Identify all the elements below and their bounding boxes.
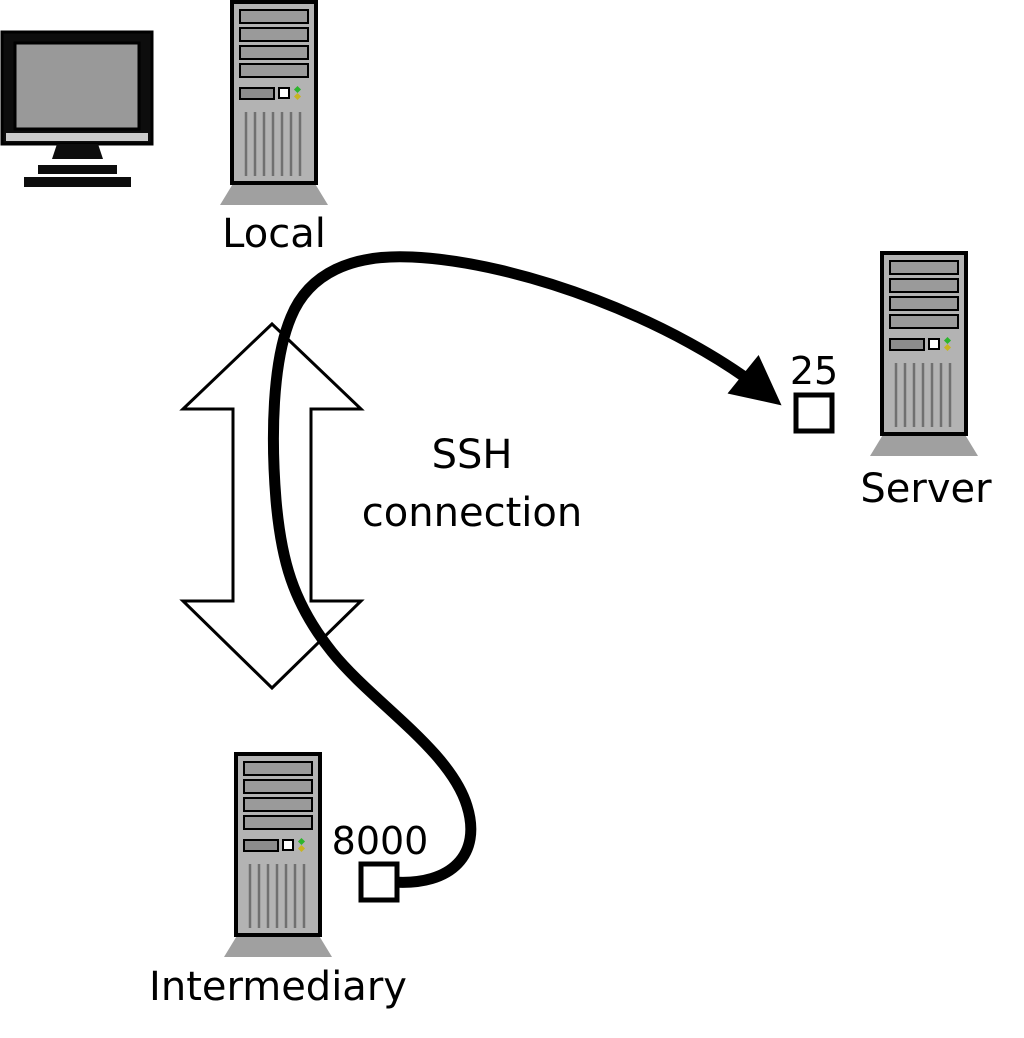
server-computer-icon	[868, 251, 980, 457]
intermediary-label: Intermediary	[149, 964, 407, 1010]
ssh-connection-label-line1: SSH	[432, 432, 513, 478]
intermediary-port-square	[358, 861, 400, 903]
server-label: Server	[860, 466, 992, 512]
local-computer-icon	[218, 0, 330, 206]
tunnel-curve-arrow	[267, 251, 782, 888]
ssh-connection-label-line2: connection	[362, 490, 582, 536]
local-label: Local	[222, 211, 326, 257]
intermediary-computer-icon	[222, 752, 334, 958]
intermediary-port-label: 8000	[332, 819, 429, 863]
server-port-square	[793, 392, 835, 434]
server-port-label: 25	[790, 349, 838, 393]
crt-monitor-icon	[0, 30, 154, 189]
